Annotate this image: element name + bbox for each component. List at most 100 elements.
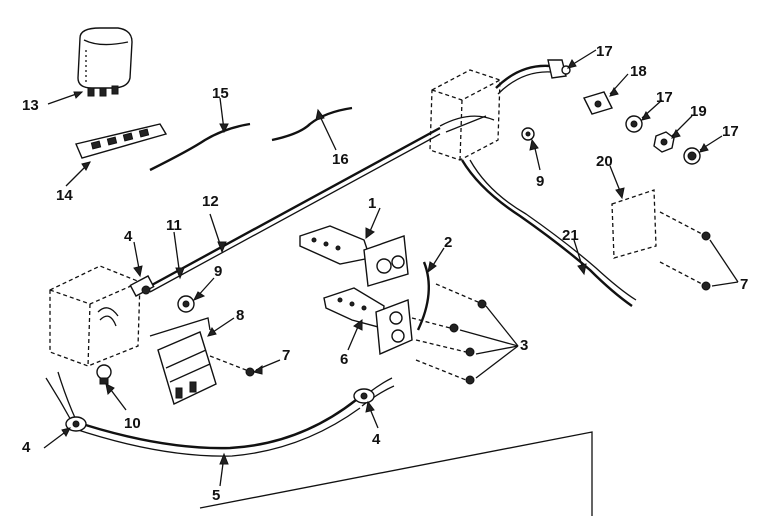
arrow-19 [671,129,681,139]
nut-17-lower [683,147,701,165]
leader-3d [475,345,519,379]
wire-bundle-12 [149,126,441,288]
wire-harness-5-b [71,407,361,457]
label-part-1: 1 [368,195,376,212]
junction-box-upper [429,69,501,161]
label-part-9-upper: 9 [536,173,544,190]
screw-path-3d [415,359,467,381]
arrow-15 [219,123,229,134]
screw-7-lower [245,367,255,377]
label-part-10: 10 [124,415,141,432]
label-part-15: 15 [212,85,229,102]
arrow-17b [641,111,651,121]
label-part-11: 11 [166,217,182,234]
wire-16 [271,106,353,142]
hex-nut-19 [653,131,675,153]
screw-path-lower [209,355,247,371]
grommet-9-upper [521,127,535,141]
arrow-17a [567,59,577,69]
screw-path-3c [415,339,467,353]
screw-7-right-a [701,231,711,241]
label-part-21: 21 [562,227,579,244]
leader-7b-b [711,281,739,287]
arrow-18 [609,87,619,97]
wire-to-17 [495,64,551,89]
arrow-16 [315,108,325,121]
label-part-18: 18 [630,63,647,80]
screw-3-b [449,323,459,333]
screw-path-3a [435,283,479,303]
bracket-1 [299,225,409,287]
label-part-17-lower: 17 [722,123,739,140]
terminal-strip-14 [75,123,168,159]
arrow-7a [252,365,263,375]
label-part-7-right: 7 [740,276,748,293]
label-part-19: 19 [690,103,707,120]
wire-ends-left-b [57,371,77,421]
screw-3-d [465,375,475,385]
arrow-9b [529,138,539,151]
bracket-6 [323,287,413,356]
leader-3a [485,305,519,347]
label-part-7-lower: 7 [282,347,290,364]
label-part-16: 16 [332,151,349,168]
label-part-2: 2 [444,234,452,251]
arrow-11 [175,267,185,280]
leader-3c [475,345,519,355]
wire-harness-21 [460,159,633,307]
arrow-9a [192,291,206,301]
cover-plate-20 [611,189,657,259]
screw-3-a [477,299,487,309]
arrow-6 [353,319,363,331]
arrow-21 [577,263,587,276]
label-part-13: 13 [22,97,39,114]
clamp-4-upper [129,275,155,297]
clamp-4-lower-left [65,416,87,432]
screw-path-right-a [659,211,703,235]
label-part-17-top: 17 [596,43,613,60]
wire-harness-5 [69,399,357,450]
wire-bundle-11 [149,133,441,293]
arrow-10 [105,383,115,396]
label-part-5: 5 [212,487,220,504]
label-part-8: 8 [236,307,244,324]
label-part-14: 14 [56,187,73,204]
arrow-1 [365,227,375,239]
capacitor-13 [77,27,133,97]
label-part-20: 20 [596,153,613,170]
wire-ends-right-b [361,385,395,407]
arrow-17c [699,143,709,153]
label-part-3: 3 [520,337,528,354]
arrow-20 [615,187,625,200]
label-part-6: 6 [340,351,348,368]
bushing-10 [96,364,112,385]
arrow-12 [217,241,227,254]
junction-box-left [49,265,141,367]
arrow-8 [207,327,217,337]
page-edge-line [199,431,593,516]
label-part-4-lower-right: 4 [372,431,381,448]
relay-8 [149,317,217,405]
label-part-4-upper: 4 [124,228,133,245]
wire-15 [149,122,251,172]
grommet-9-lower [177,295,195,313]
wire-harness-21-b [469,159,637,301]
arrow-4b [61,427,71,437]
arrow-14 [81,161,91,171]
label-part-9-lower: 9 [214,263,222,280]
label-part-4-lower-left: 4 [22,439,31,456]
arrow-2 [427,261,437,274]
clip-18 [583,91,613,115]
wire-loop-2 [416,261,430,331]
screw-path-right-b [659,261,703,285]
arrow-4a [133,265,143,278]
label-part-17-middle: 17 [656,89,673,106]
clamp-4-lower-right [353,388,375,404]
arrow-5 [219,452,229,465]
arrow-4c [365,400,375,413]
screw-3-c [465,347,475,357]
leader-7b-a [709,239,739,283]
label-part-12: 12 [202,193,219,210]
